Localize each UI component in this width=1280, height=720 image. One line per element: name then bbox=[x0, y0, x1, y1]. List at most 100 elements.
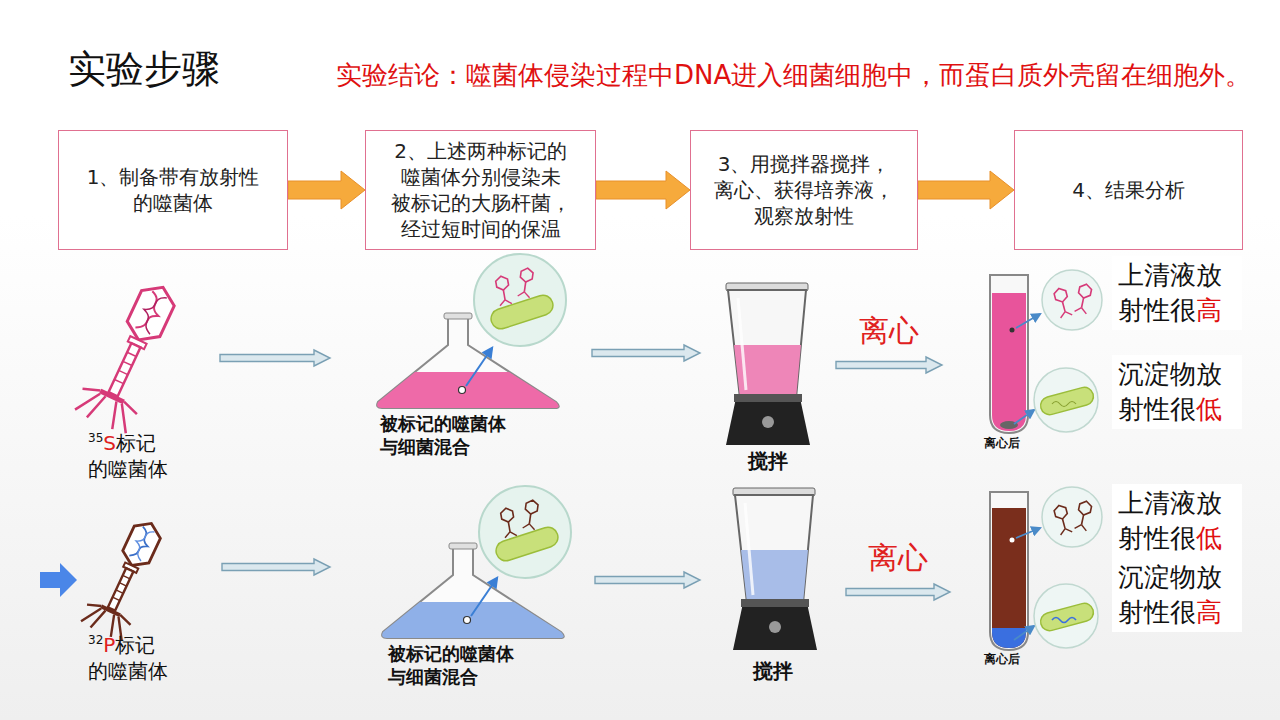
illus-use bbox=[523, 499, 539, 529]
illus-path bbox=[135, 291, 166, 334]
illus-path bbox=[992, 293, 1026, 431]
illus-rect bbox=[108, 568, 134, 611]
illus-use bbox=[990, 275, 1028, 433]
illus-line bbox=[1016, 314, 1040, 328]
step-arrow bbox=[596, 171, 690, 209]
result-note: 上清液放 射性很低 bbox=[1112, 484, 1242, 558]
illus-circle bbox=[1034, 368, 1098, 432]
flask-32p bbox=[382, 486, 571, 638]
figure-caption: 35S标记 的噬菌体 bbox=[80, 430, 220, 482]
step-text: 3、用搅拌器搅拌， 离心、获得培养液， 观察放射性 bbox=[699, 151, 909, 229]
result-level: 高 bbox=[1196, 597, 1222, 627]
edge-label: 离心 bbox=[868, 540, 928, 576]
illus-path bbox=[992, 628, 1026, 648]
figure-caption: 被标记的噬菌体 与细菌混合 bbox=[330, 642, 595, 689]
result-level: 低 bbox=[1196, 523, 1222, 553]
illus-rect bbox=[488, 293, 555, 332]
result-note: 沉淀物放 射性很高 bbox=[1112, 558, 1242, 632]
isotope-mass: 32 bbox=[88, 633, 103, 647]
illus-rect bbox=[1039, 385, 1096, 416]
illus-circle bbox=[1034, 584, 1098, 648]
blender-35s bbox=[726, 283, 810, 445]
illus-line bbox=[466, 348, 492, 386]
illus-line bbox=[1014, 626, 1034, 640]
flow-arrow bbox=[592, 345, 700, 361]
figure-caption: 离心后 bbox=[942, 436, 1110, 452]
step-box: 4、结果分析 bbox=[1014, 130, 1243, 250]
result-note: 沉淀物放 射性很低 bbox=[1112, 355, 1242, 429]
illus-circle bbox=[1042, 270, 1102, 330]
step-text: 4、结果分析 bbox=[1072, 177, 1185, 203]
blender-32p bbox=[733, 488, 817, 650]
phage-figure: 35S标记 的噬菌体 bbox=[80, 278, 220, 482]
illus-use bbox=[1053, 287, 1072, 318]
step-arrow bbox=[288, 171, 365, 209]
flow-arrow bbox=[595, 572, 700, 588]
flask-35s bbox=[377, 254, 566, 408]
flask-figure: 被标记的噬菌体 与细菌混合 bbox=[330, 268, 592, 459]
step-arrow bbox=[918, 171, 1014, 209]
illus-circle bbox=[1010, 328, 1015, 333]
flow-arrow bbox=[846, 584, 950, 600]
phage-32p bbox=[79, 513, 173, 642]
illus-path bbox=[129, 527, 154, 561]
step-box: 1、制备带有放射性 的噬菌体 bbox=[58, 130, 288, 250]
tube-figure: 离心后 bbox=[950, 485, 1110, 668]
tube-figure: 离心后 bbox=[942, 258, 1110, 452]
illus-path bbox=[72, 383, 139, 436]
figure-caption: 32P标记 的噬菌体 bbox=[80, 632, 222, 684]
page-title: 实验步骤 bbox=[68, 44, 220, 95]
illus-circle bbox=[479, 486, 571, 578]
illus-use bbox=[990, 492, 1028, 650]
edge-label: 离心 bbox=[859, 313, 919, 349]
isotope-symbol: P bbox=[103, 633, 115, 657]
illus-circle bbox=[1042, 487, 1102, 547]
illus-use bbox=[1053, 504, 1072, 535]
flow-arrow bbox=[836, 357, 942, 373]
pointer-arrow bbox=[40, 563, 77, 597]
step-box: 2、上述两种标记的 噬菌体分别侵染未 被标记的大肠杆菌， 经过短时间的保温 bbox=[365, 130, 596, 250]
illus-rect bbox=[109, 343, 141, 396]
illus-path bbox=[113, 575, 130, 600]
step-text: 2、上述两种标记的 噬菌体分别侵染未 被标记的大肠杆菌， 经过短时间的保温 bbox=[374, 138, 587, 242]
result-level: 高 bbox=[1196, 295, 1222, 325]
figure-caption: 搅拌 bbox=[700, 658, 846, 684]
step-box: 3、用搅拌器搅拌， 离心、获得培养液， 观察放射性 bbox=[690, 130, 918, 250]
step-text: 1、制备带有放射性 的噬菌体 bbox=[67, 164, 279, 216]
illus-rect bbox=[100, 605, 121, 617]
illus-path bbox=[992, 508, 1026, 648]
tube-32p bbox=[990, 487, 1102, 650]
figure-caption: 被标记的噬菌体 与细菌混合 bbox=[330, 412, 592, 459]
isotope-symbol: S bbox=[103, 431, 116, 455]
conclusion-note: 实验结论：噬菌体侵染过程中DNA进入细菌细胞中，而蛋白质外壳留在细胞外。 bbox=[336, 58, 1251, 93]
flow-arrow bbox=[220, 350, 330, 366]
result-note: 上清液放 射性很高 bbox=[1112, 256, 1242, 330]
illus-use bbox=[1075, 283, 1093, 314]
illus-use bbox=[495, 275, 512, 306]
illus-circle bbox=[474, 254, 566, 346]
tube-35s bbox=[990, 270, 1102, 433]
result-level: 低 bbox=[1196, 394, 1222, 424]
illus-use bbox=[1075, 500, 1093, 531]
flask-figure: 被标记的噬菌体 与细菌混合 bbox=[330, 495, 595, 689]
illus-rect bbox=[493, 525, 560, 564]
phage-figure: 32P标记 的噬菌体 bbox=[80, 500, 222, 684]
illus-line bbox=[471, 578, 497, 616]
illus-path bbox=[1052, 402, 1076, 407]
flow-arrow bbox=[222, 559, 330, 575]
blender-figure: 搅拌 bbox=[700, 488, 846, 684]
figure-caption: 离心后 bbox=[950, 652, 1110, 668]
blender-figure: 搅拌 bbox=[700, 285, 836, 474]
illus-line bbox=[1014, 410, 1034, 424]
illus-use bbox=[518, 267, 534, 297]
illus-path bbox=[114, 352, 136, 383]
illus-rect bbox=[99, 389, 125, 405]
illus-path bbox=[129, 527, 154, 561]
figure-caption: 搅拌 bbox=[700, 448, 836, 474]
illus-line bbox=[1016, 528, 1040, 538]
illus-circle bbox=[1010, 538, 1015, 543]
illus-path bbox=[1052, 618, 1076, 623]
